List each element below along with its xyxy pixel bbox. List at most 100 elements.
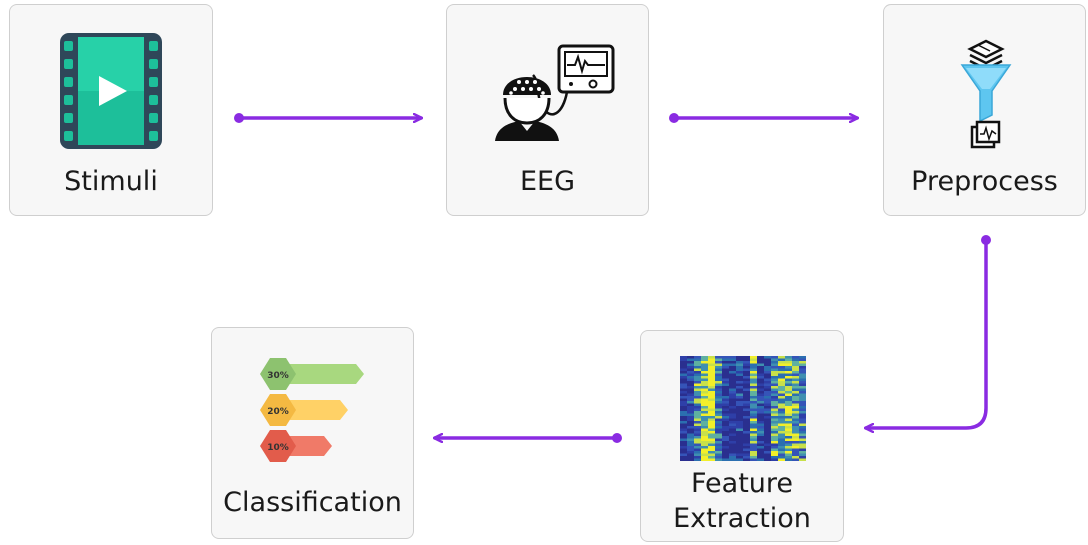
- heatmap-cell: [687, 376, 695, 379]
- heatmap-cell: [680, 393, 688, 397]
- heatmap-cell: [729, 403, 737, 407]
- heatmap-cell: [799, 391, 806, 394]
- heatmap-cell: [694, 408, 702, 412]
- heatmap-cell: [729, 401, 737, 404]
- heatmap-cell: [722, 363, 730, 367]
- heatmap-cell: [708, 421, 716, 424]
- heatmap-cell: [771, 428, 779, 432]
- heatmap-cell: [680, 391, 688, 394]
- heatmap-cell: [743, 378, 751, 382]
- heatmap-cell: [757, 428, 765, 432]
- heatmap-cell: [764, 381, 772, 384]
- heatmap-cell: [729, 451, 737, 454]
- heatmap-cell: [771, 366, 779, 369]
- heatmap-cell: [778, 431, 786, 434]
- heatmap-cell: [708, 383, 716, 387]
- heatmap-cell: [750, 378, 758, 382]
- heatmap-cell: [680, 443, 688, 447]
- heatmap-cell: [680, 418, 688, 422]
- heatmap-cell: [785, 436, 793, 439]
- heatmap-cell: [694, 391, 702, 394]
- heatmap-cell: [701, 451, 709, 454]
- heatmap-cell: [757, 378, 765, 382]
- heatmap-cell: [799, 358, 806, 362]
- heatmap-cell: [771, 431, 779, 434]
- heatmap-cell: [792, 411, 800, 414]
- eeg-headset-monitor-icon: [495, 44, 615, 141]
- heatmap-cell: [736, 413, 744, 417]
- heatmap-cell: [799, 453, 806, 457]
- heatmap-cell: [785, 371, 793, 374]
- heatmap-cell: [743, 393, 751, 397]
- heatmap-cell: [680, 373, 688, 377]
- heatmap-cell: [792, 361, 800, 364]
- classification-label: Classification: [223, 487, 402, 518]
- heatmap-cell: [778, 418, 786, 422]
- heatmap-cell: [764, 401, 772, 404]
- heatmap-cell: [687, 458, 695, 461]
- heatmap-cell: [771, 451, 779, 454]
- heatmap-cell: [687, 383, 695, 387]
- heatmap-cell: [771, 386, 779, 389]
- heatmap-cell: [764, 423, 772, 427]
- feature-extraction-label-line2: Extraction: [673, 503, 811, 534]
- heatmap-cell: [736, 408, 744, 412]
- heatmap-cell: [785, 408, 793, 412]
- heatmap-cell: [701, 368, 709, 372]
- heatmap-cell: [701, 391, 709, 394]
- heatmap-cell: [799, 368, 806, 372]
- heatmap-cell: [701, 366, 709, 369]
- heatmap-cell: [722, 448, 730, 452]
- heatmap-cell: [778, 421, 786, 424]
- heatmap-cell: [743, 421, 751, 424]
- heatmap-cell: [764, 418, 772, 422]
- heatmap-cell: [729, 418, 737, 422]
- heatmap-cell: [757, 358, 765, 362]
- heatmap-cell: [771, 403, 779, 407]
- heatmap-cell: [729, 423, 737, 427]
- heatmap-cell: [694, 458, 702, 461]
- heatmap-cell: [750, 368, 758, 372]
- heatmap-cell: [799, 373, 806, 377]
- heatmap-cell: [799, 376, 806, 379]
- heatmap-cell: [708, 361, 716, 364]
- heatmap-cell: [687, 438, 695, 442]
- heatmap-cell: [680, 448, 688, 452]
- heatmap-cell: [757, 366, 765, 369]
- heatmap-cell: [715, 433, 723, 437]
- heatmap-cell: [764, 416, 772, 419]
- heatmap-cell: [743, 356, 751, 359]
- heatmap-cell: [694, 366, 702, 369]
- heatmap-cell: [778, 426, 786, 429]
- heatmap-cell: [764, 363, 772, 367]
- heatmap-cell: [792, 458, 800, 461]
- heatmap-cell: [743, 431, 751, 434]
- heatmap-cell: [680, 436, 688, 439]
- heatmap-cell: [687, 451, 695, 454]
- heatmap-cell: [771, 423, 779, 427]
- heatmap-cell: [785, 421, 793, 424]
- heatmap-cell: [680, 408, 688, 412]
- heatmap-cell: [701, 398, 709, 402]
- heatmap-cell: [736, 376, 744, 379]
- feature-extraction-label-line1: Feature: [690, 468, 794, 499]
- heatmap-cell: [694, 368, 702, 372]
- heatmap-cell: [778, 366, 786, 369]
- heatmap-cell: [778, 391, 786, 394]
- heatmap-cell: [771, 401, 779, 404]
- heatmap-cell: [701, 403, 709, 407]
- heatmap-cell: [701, 356, 709, 359]
- heatmap-cell: [778, 443, 786, 447]
- heatmap-cell: [764, 436, 772, 439]
- heatmap-cell: [722, 398, 730, 402]
- heatmap-cell: [792, 391, 800, 394]
- heatmap-cell: [799, 436, 806, 439]
- heatmap-cell: [799, 416, 806, 419]
- heatmap-cell: [694, 451, 702, 454]
- heatmap-cell: [694, 396, 702, 399]
- heatmap-cell: [757, 421, 765, 424]
- heatmap-cell: [799, 366, 806, 369]
- heatmap-cell: [799, 441, 806, 444]
- heatmap-cell: [736, 428, 744, 432]
- heatmap-cell: [799, 448, 806, 452]
